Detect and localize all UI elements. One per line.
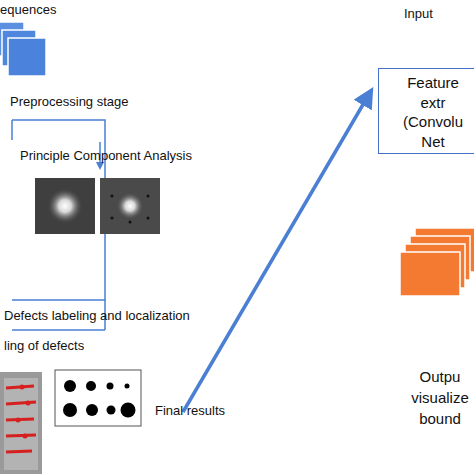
text-label: Preprocessing stage [10, 94, 129, 110]
defect-map [55, 370, 141, 426]
text-label: ling of defects [4, 338, 84, 354]
box-text: Feature extr (Convolu Net [401, 73, 465, 151]
text-label: Final results [155, 403, 225, 419]
output-frames [400, 228, 474, 296]
text-label: Outpu visualize bound [395, 366, 474, 429]
flow-arrow [183, 96, 368, 412]
sequence-frames [0, 22, 46, 76]
process-box: Feature extr (Convolu Net [378, 68, 474, 154]
text-label: equences [0, 2, 56, 18]
text-label: Principle Component Analysis [20, 148, 192, 164]
specimen-photo [0, 372, 42, 474]
text-label: Input [404, 6, 433, 22]
thermal-images [35, 178, 160, 234]
text-label: Defects labeling and localization [4, 308, 190, 324]
